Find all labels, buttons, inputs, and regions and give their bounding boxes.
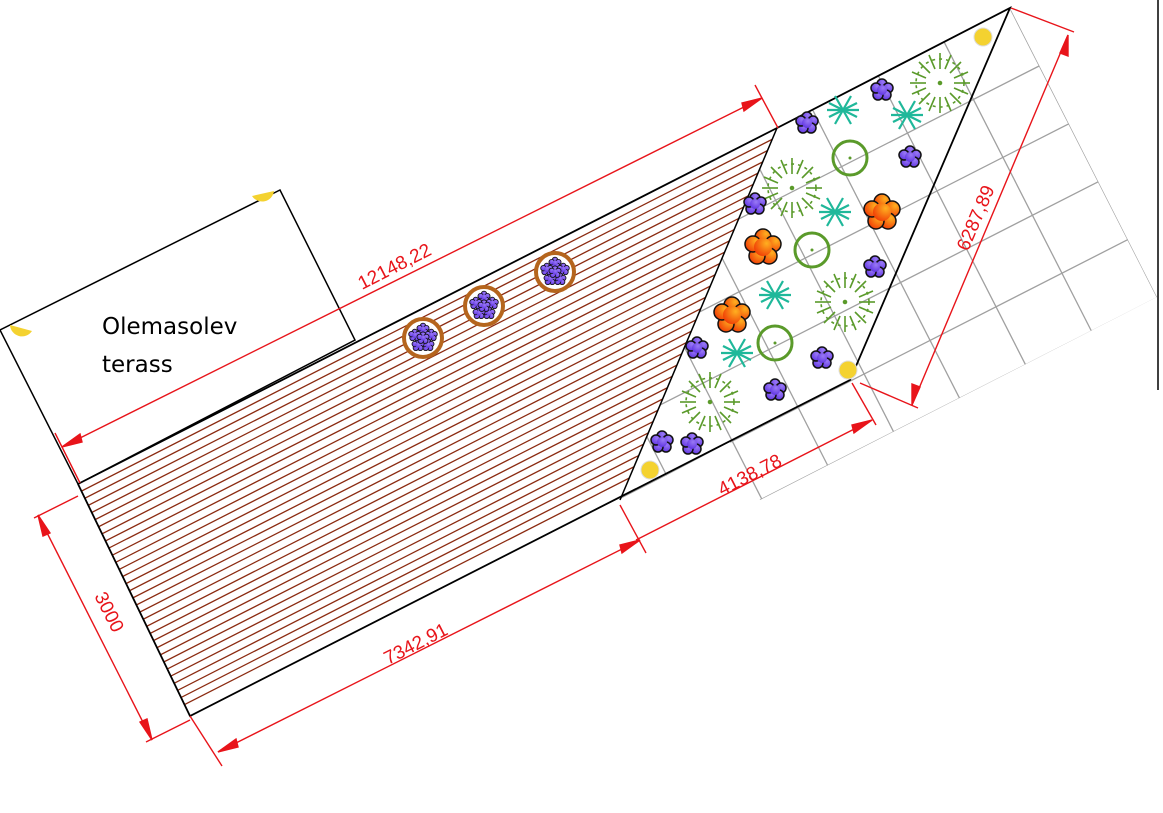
deck-board: [78, 128, 777, 618]
terrace-label-line1: Olemasolev: [102, 314, 237, 340]
purple-flower-icon: [810, 346, 834, 369]
ring-plant-icon: [756, 324, 794, 362]
deck-board: [78, 135, 777, 681]
terrace-light: [252, 191, 274, 202]
existing-terrace: [0, 188, 357, 486]
deck-board: [78, 240, 777, 716]
deck-board: [78, 177, 777, 716]
deck-board: [78, 128, 777, 667]
deck-board: [78, 128, 777, 660]
deck-board: [78, 219, 777, 716]
deck-board: [78, 128, 777, 674]
purple-flower-icon: [650, 430, 674, 453]
garden-light-icon: [973, 27, 993, 47]
deck-board: [78, 142, 777, 688]
dimension-deck-length: 7342,91: [381, 620, 452, 670]
orange-flower-icon: [863, 193, 901, 230]
orange-flower-icon: [744, 228, 782, 265]
deck-board: [78, 128, 777, 639]
deck-board: [78, 128, 777, 625]
dimension-bed-length: 4138,78: [715, 451, 786, 501]
purple-flower-icon: [763, 378, 787, 401]
plants: [640, 27, 993, 480]
terrace-label-line2: terass: [102, 352, 173, 378]
purple-flower-icon: [680, 432, 704, 455]
deck-board: [78, 128, 777, 646]
teal-star-plant-icon: [817, 196, 853, 228]
teal-star-plant-icon: [889, 99, 925, 131]
purple-flower-icon: [685, 336, 709, 359]
planter-pot: [465, 287, 503, 325]
deck-board: [78, 233, 777, 716]
deck-board: [78, 226, 777, 716]
deck-board: [78, 163, 777, 710]
grass-shrub-icon: [761, 157, 823, 219]
planting-bed-outline: [77, 6, 1012, 718]
ring-plant-icon: [831, 139, 869, 177]
grass-shrub-icon: [909, 52, 971, 114]
deck-board: [78, 170, 777, 716]
deck-board: [78, 128, 777, 653]
deck-board: [78, 128, 777, 632]
purple-flower-icon: [870, 78, 894, 101]
deck-board: [78, 184, 777, 716]
teal-star-plant-icon: [719, 337, 755, 369]
deck-board: [78, 205, 777, 716]
deck-board: [78, 247, 777, 716]
deck-board: [78, 149, 777, 696]
purple-flower-icon: [863, 255, 887, 278]
purple-flower-icon: [898, 145, 922, 168]
garden-light-icon: [640, 460, 660, 480]
planter-pot: [536, 253, 574, 291]
deck-board: [78, 198, 777, 716]
dimension-lines: [33, 7, 1075, 767]
deck-board: [78, 212, 777, 716]
planter-pot: [404, 319, 442, 357]
ring-plant-icon: [793, 231, 831, 269]
terrace-light: [10, 325, 32, 337]
teal-star-plant-icon: [757, 279, 793, 311]
garden-light-icon: [838, 360, 858, 380]
deck-board: [78, 191, 777, 716]
grass-shrub-icon: [814, 271, 876, 333]
dimension-bed-diagonal: 6287,89: [953, 183, 999, 254]
deck-board: [78, 156, 777, 703]
grass-shrub-icon: [679, 371, 741, 433]
